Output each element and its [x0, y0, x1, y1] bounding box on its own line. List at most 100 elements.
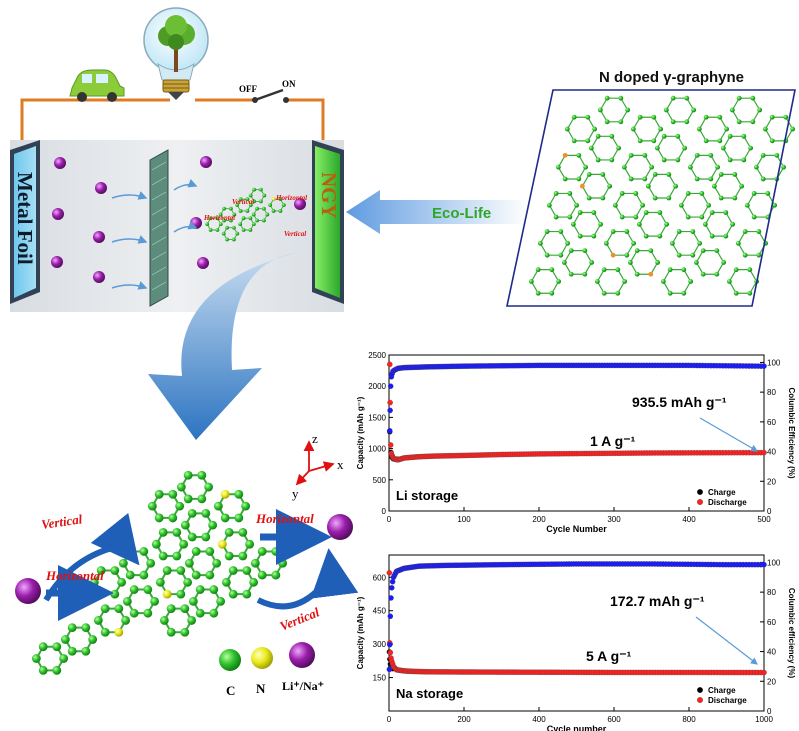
series-columbic-efficiency	[386, 561, 767, 673]
y2-tick-label: 80	[767, 588, 776, 597]
x-tick-label: 1000	[755, 715, 773, 724]
axis-z-label: z	[312, 431, 318, 446]
data-point	[387, 407, 393, 414]
mechanism-panel: z x y Vertical Horizontal Horizontal Ver…	[15, 431, 359, 698]
light-bulb-icon	[143, 7, 209, 100]
y2-tick-label: 20	[767, 677, 776, 686]
y-tick-label: 1000	[368, 445, 386, 454]
metal-foil-label: Metal Foil	[13, 172, 37, 265]
y-tick-label: 150	[373, 674, 387, 683]
tree-icon	[158, 15, 195, 72]
axis-y-label: y	[292, 486, 299, 501]
y-tick-label: 2000	[368, 382, 386, 391]
y2-axis-label: Columbic efficiency (%)	[787, 588, 796, 679]
cell-housing	[10, 140, 344, 312]
y2-tick-label: 20	[767, 477, 776, 486]
label-horizontal-left: Horizontal	[45, 568, 104, 583]
car-icon	[69, 69, 125, 102]
y2-tick-label: 0	[767, 707, 772, 716]
y-tick-label: 500	[373, 476, 387, 485]
data-point	[388, 595, 394, 601]
y-tick-label: 600	[373, 573, 387, 582]
inset-lattice	[205, 187, 286, 242]
x-tick-label: 300	[607, 515, 621, 524]
data-point	[387, 613, 394, 620]
plot-frame	[388, 554, 765, 712]
y2-tick-label: 40	[767, 448, 776, 457]
data-point	[761, 669, 767, 676]
data-point	[386, 666, 393, 673]
legend-carbon-ball	[219, 649, 241, 671]
battery-schematic: OFF ON Metal	[10, 7, 344, 312]
panel-label: Li storage	[396, 488, 458, 503]
x-axis-label: Cycle Number	[546, 524, 607, 534]
metal-foil-electrode	[14, 146, 36, 298]
mechanism-labels: Vertical Horizontal Horizontal Vertical	[40, 511, 321, 634]
switch-lever	[254, 88, 284, 102]
legend-marker	[697, 499, 703, 505]
ngy-electrode	[315, 146, 340, 298]
inset-labels: Vertical Horizontal Horizontal Vertical	[203, 194, 307, 238]
data-point	[387, 399, 393, 406]
x-tick-label: 100	[457, 515, 471, 524]
data-point	[389, 578, 396, 585]
y2-tick-label: 60	[767, 418, 776, 427]
switch-on-label: ON	[282, 79, 296, 89]
x-axis-label: Cycle number	[547, 724, 607, 731]
legend-ion-ball	[289, 642, 315, 668]
data-point	[761, 449, 767, 456]
atom-legend: C N Li⁺/Na⁺	[219, 642, 324, 698]
x-tick-label: 600	[607, 715, 621, 724]
series-discharge	[386, 570, 767, 676]
capacity-annotation: 172.7 mAh g⁻¹	[610, 593, 705, 609]
y-tick-label: 2500	[368, 351, 386, 360]
y2-tick-label: 60	[767, 618, 776, 627]
data-point	[386, 570, 393, 576]
legend-carbon-label: C	[226, 683, 235, 698]
ion-particles	[51, 156, 306, 283]
y2-tick-label: 100	[767, 558, 781, 567]
graphyne-lattice	[528, 95, 796, 296]
inset-label-horizontal-1: Horizontal	[275, 194, 307, 202]
x-tick-label: 0	[387, 515, 392, 524]
y-tick-label: 300	[373, 640, 387, 649]
series-discharge	[386, 361, 767, 463]
x-tick-label: 400	[532, 715, 546, 724]
inset-label-vertical-2: Vertical	[284, 230, 306, 238]
x-tick-label: 200	[457, 715, 471, 724]
y-tick-label: 1500	[368, 413, 386, 422]
data-point	[761, 561, 767, 568]
legend-ion-label: Li⁺/Na⁺	[282, 679, 324, 693]
y-axis-label: Capacity (mAh g⁻¹)	[356, 596, 365, 669]
y2-tick-label: 40	[767, 648, 776, 657]
panel-label: Na storage	[396, 686, 463, 701]
lattice-cell-outline	[506, 89, 796, 307]
plot-frame	[388, 354, 765, 512]
x-tick-label: 400	[682, 515, 696, 524]
data-point	[761, 363, 767, 369]
legend-label: Discharge	[708, 696, 747, 705]
data-point	[387, 442, 394, 448]
legend-nitrogen-ball	[251, 647, 273, 669]
migration-arrows	[43, 509, 359, 621]
separator-membrane	[149, 149, 169, 307]
lattice-panel: N doped γ-graphyne	[506, 69, 796, 307]
legend-marker	[697, 687, 703, 693]
data-point	[386, 361, 393, 368]
y-axis-label: Capacity (mAh g⁻¹)	[356, 396, 365, 469]
legend-marker	[697, 489, 703, 495]
switch-off-label: OFF	[239, 84, 257, 94]
data-point	[387, 649, 394, 656]
legend-label: Charge	[708, 686, 736, 695]
inset-label-vertical-1: Vertical	[232, 198, 254, 206]
data-point	[389, 585, 395, 591]
series-columbic-efficiency	[386, 362, 767, 434]
axes-indicator: z x y	[292, 431, 344, 501]
inset-label-horizontal-2: Horizontal	[203, 214, 235, 222]
rate-label: 5 A g⁻¹	[586, 648, 632, 664]
x-tick-label: 0	[387, 715, 392, 724]
legend-label: Discharge	[708, 498, 747, 507]
x-tick-label: 500	[757, 515, 771, 524]
ion-left	[15, 578, 41, 604]
